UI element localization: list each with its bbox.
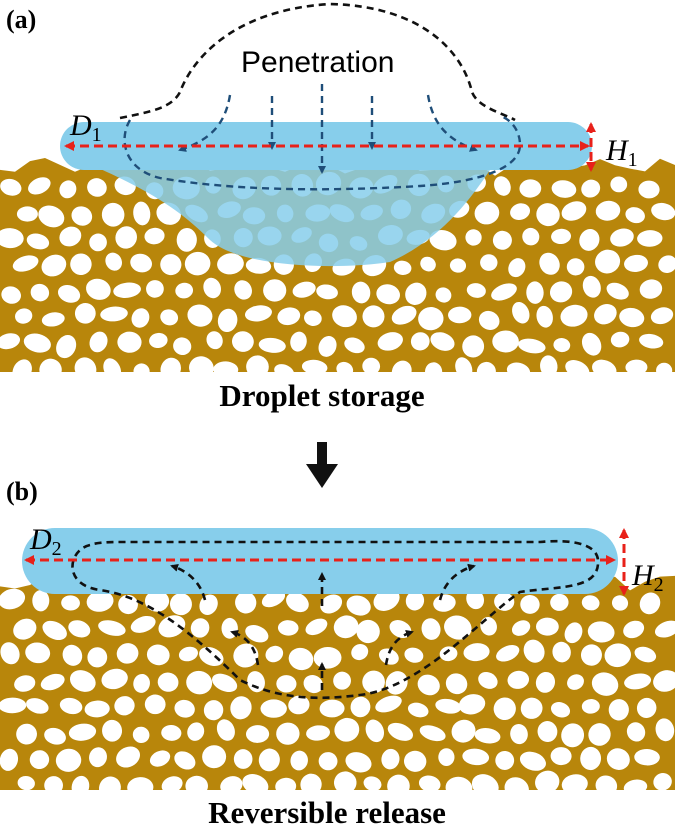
transition-arrow [306, 442, 338, 488]
panel-a-label: (a) [6, 5, 36, 34]
porous-substrate-b [0, 573, 675, 800]
diameter-label-b: D2 [29, 523, 62, 560]
release-arrow-left [170, 563, 207, 601]
caption-b: Reversible release [208, 795, 446, 830]
release-arrow-inner-left [230, 629, 260, 666]
release-arrow-right [438, 563, 476, 601]
flow-arrow-left [178, 94, 232, 152]
penetration-outline [123, 114, 522, 191]
droplet-outline [119, 2, 516, 122]
release-arrow-inner-right [384, 629, 414, 666]
diameter-label-a: D1 [69, 109, 102, 146]
penetration-label: Penetration [241, 46, 394, 79]
panel-a: (a) Penetration D1 H1 Droplet storage [0, 2, 675, 413]
flow-arrow-right [426, 94, 478, 152]
caption-a: Droplet storage [219, 378, 424, 413]
height-label-b: H2 [631, 559, 664, 596]
height-label-a: H1 [605, 134, 638, 171]
panel-b: (b) D2 H2 Reversible release [0, 477, 675, 830]
panel-b-label: (b) [6, 477, 38, 506]
release-outline [71, 539, 600, 700]
